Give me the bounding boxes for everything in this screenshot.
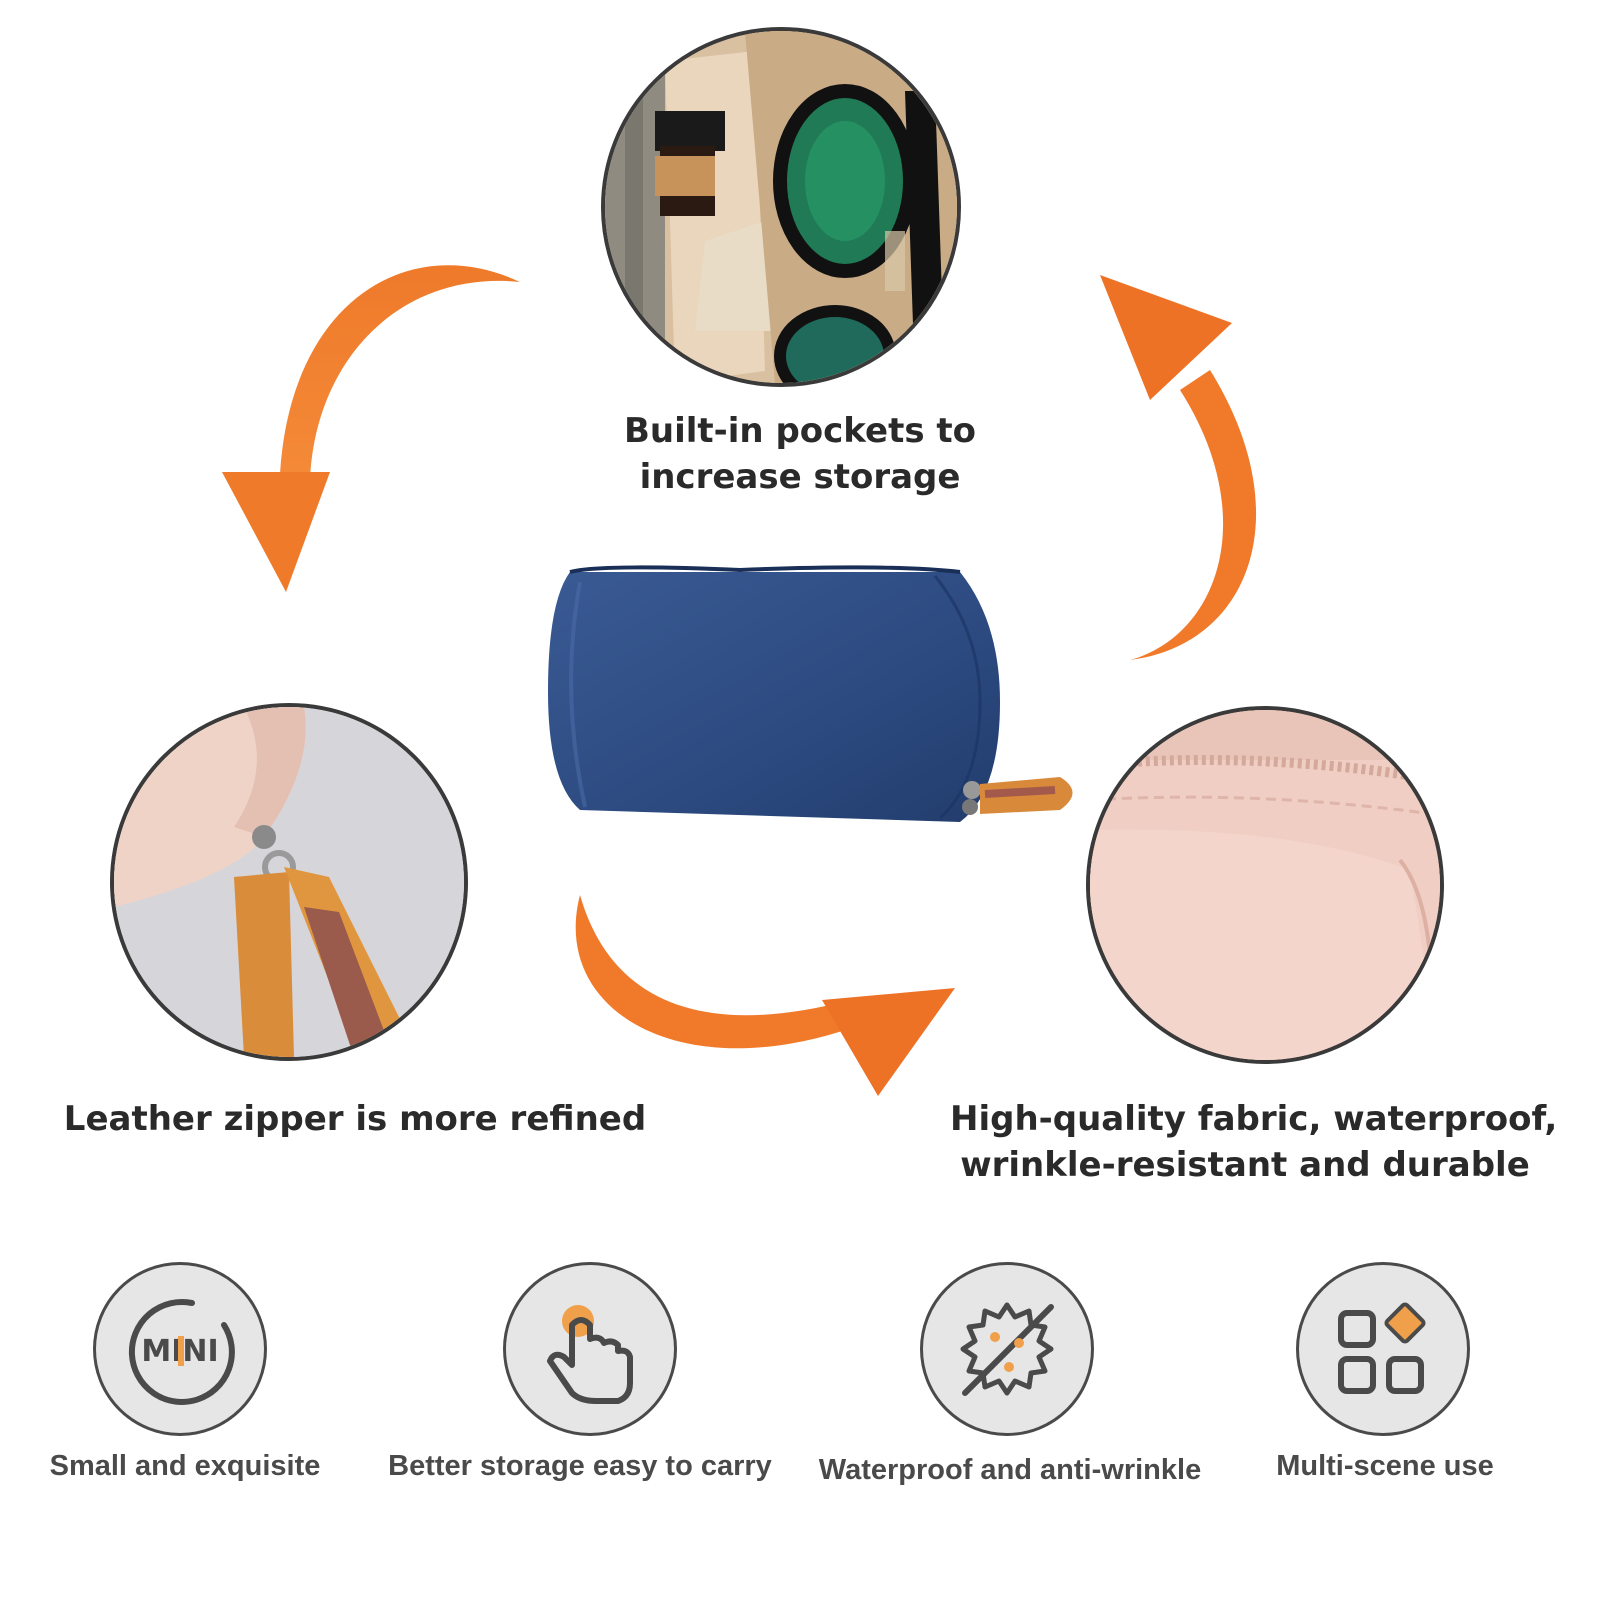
pockets-photo bbox=[601, 27, 961, 387]
fabric-photo bbox=[1086, 706, 1444, 1064]
apps-grid-icon bbox=[1338, 1302, 1426, 1394]
caption-fabric-line1: High-quality fabric, waterproof, bbox=[950, 1099, 1558, 1139]
mini-icon: MINI bbox=[128, 1298, 235, 1405]
feature-waterproof-circle bbox=[920, 1262, 1094, 1436]
feature-storage-label: Better storage easy to carry bbox=[388, 1450, 772, 1482]
caption-pockets-line2: increase storage bbox=[639, 457, 961, 497]
caption-fabric: High-quality fabric, waterproof, wrinkle… bbox=[950, 1096, 1558, 1188]
hand-tap-icon bbox=[547, 1305, 633, 1404]
feature-multiscene-label: Multi-scene use bbox=[1276, 1450, 1494, 1482]
feature-storage-circle bbox=[503, 1262, 677, 1436]
feature-small-circle: MINI bbox=[93, 1262, 267, 1436]
feature-waterproof-label: Waterproof and anti-wrinkle bbox=[818, 1454, 1202, 1486]
caption-fabric-line2: wrinkle-resistant and durable bbox=[960, 1145, 1530, 1185]
feature-small-label: Small and exquisite bbox=[49, 1450, 321, 1482]
caption-pockets: Built-in pockets to increase storage bbox=[600, 408, 1000, 500]
arrow-top-right bbox=[1100, 275, 1257, 660]
navy-pouch-image bbox=[548, 565, 1073, 822]
no-wrinkle-icon bbox=[960, 1302, 1054, 1396]
arrow-bottom bbox=[575, 895, 955, 1096]
arrow-top-left bbox=[222, 265, 520, 592]
leather-zipper-photo bbox=[110, 703, 468, 1061]
caption-zipper: Leather zipper is more refined bbox=[63, 1099, 647, 1139]
feature-multiscene-circle bbox=[1296, 1262, 1470, 1436]
caption-pockets-line1: Built-in pockets to bbox=[623, 411, 977, 451]
